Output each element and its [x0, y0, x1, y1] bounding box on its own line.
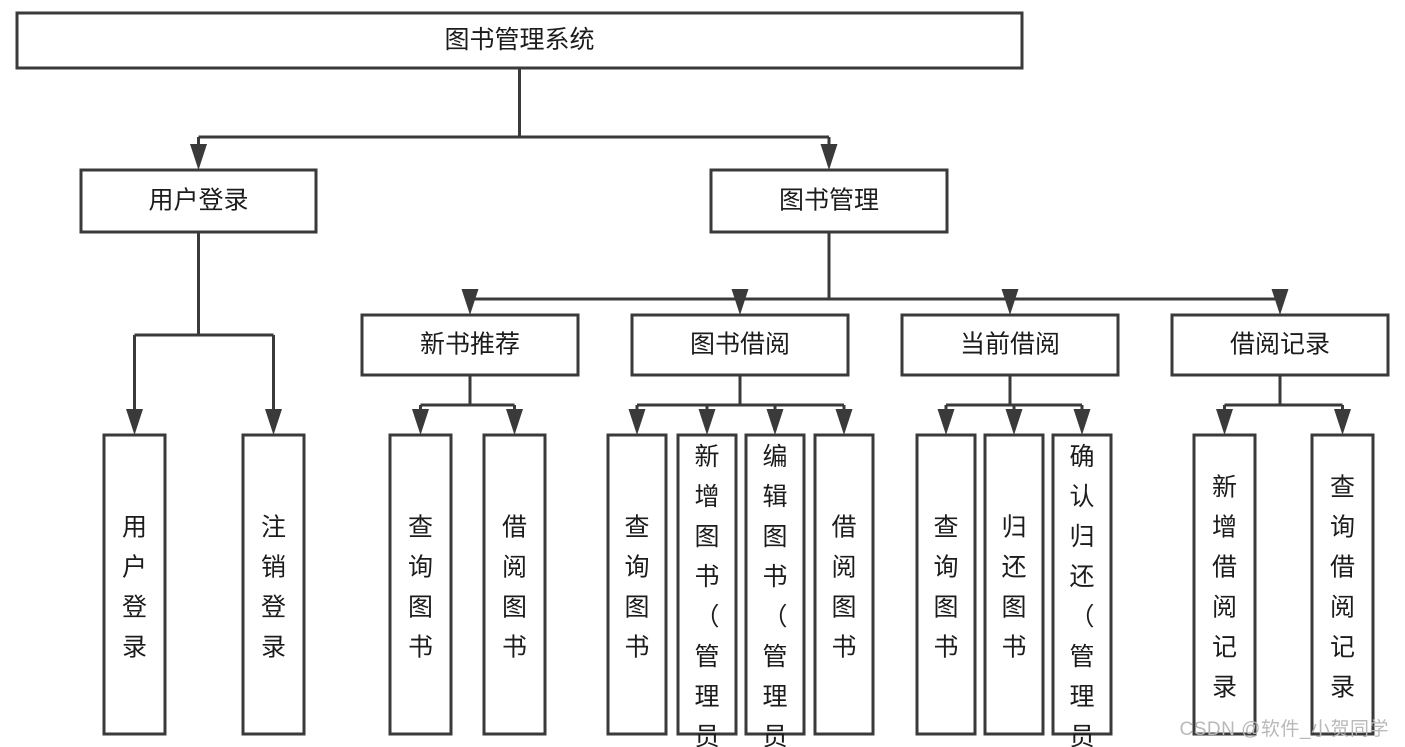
node-box[interactable] [1192, 433, 1257, 736]
node-box[interactable] [813, 433, 875, 736]
node-new-book-rec[interactable]: 新书推荐 [360, 313, 580, 377]
node-label: 查询图书 [624, 514, 649, 662]
arrow-head-icon [190, 144, 207, 170]
node-box[interactable] [915, 433, 977, 736]
node-label: 注销登录 [261, 514, 286, 662]
node-label: 当前借阅 [960, 331, 1060, 359]
node-leaf-rec-query[interactable]: 查询图书 [388, 433, 453, 736]
node-leaf-borrow-book[interactable]: 借阅图书 [813, 433, 875, 736]
node-leaf-rec-borrow[interactable]: 借阅图书 [482, 433, 547, 736]
node-box[interactable] [482, 433, 547, 736]
arrow-head-icon [1216, 409, 1233, 435]
node-box[interactable] [241, 433, 306, 736]
node-box[interactable] [15, 11, 1024, 70]
node-box[interactable] [1310, 433, 1375, 736]
node-user-login[interactable]: 用户登录 [79, 168, 318, 234]
node-label: 图书管理 [779, 187, 879, 215]
arrow-head-icon [820, 144, 838, 170]
node-leaf-borrow-query[interactable]: 查询图书 [606, 433, 668, 736]
node-root[interactable]: 图书管理系统 [15, 11, 1024, 70]
connector-group [628, 375, 853, 435]
node-label: 图书管理系统 [444, 26, 594, 54]
arrow-head-icon [835, 409, 853, 435]
connector-group [412, 375, 523, 435]
arrow-head-icon [506, 409, 523, 435]
node-book-borrow[interactable]: 图书借阅 [630, 313, 850, 377]
node-leaf-borrow-add[interactable]: 新增图书（管理员） [676, 433, 738, 747]
node-leaf-cur-return[interactable]: 归还图书 [983, 433, 1045, 736]
node-label: 用户登录 [148, 187, 248, 215]
node-book-manage[interactable]: 图书管理 [709, 168, 949, 234]
arrow-head-icon [628, 409, 646, 435]
node-box[interactable] [744, 433, 806, 736]
node-box[interactable] [900, 313, 1120, 377]
node-leaf-user-logout[interactable]: 注销登录 [241, 433, 306, 736]
node-label: 归还图书 [1001, 514, 1026, 662]
node-box[interactable] [79, 168, 318, 234]
arrow-head-icon [1005, 409, 1023, 435]
connector-layer [126, 68, 1351, 435]
node-label: 编辑图书（管理员） [762, 443, 787, 747]
node-box[interactable] [676, 433, 738, 736]
node-box[interactable] [102, 433, 167, 736]
arrow-head-icon [766, 409, 784, 435]
node-current-borrow[interactable]: 当前借阅 [900, 313, 1120, 377]
node-leaf-borrow-edit[interactable]: 编辑图书（管理员） [744, 433, 806, 747]
connector-group [937, 375, 1091, 435]
node-label: 查询图书 [408, 514, 433, 662]
node-label: 查询借阅记录 [1330, 474, 1355, 702]
node-label: 借阅图书 [831, 514, 856, 662]
node-box[interactable] [1051, 433, 1113, 736]
connector-group [461, 232, 1289, 315]
node-leaf-rec-search[interactable]: 查询借阅记录 [1310, 433, 1375, 736]
node-label: 新书推荐 [420, 331, 520, 359]
node-box[interactable] [606, 433, 668, 736]
node-leaf-user-login[interactable]: 用户登录 [102, 433, 167, 736]
arrow-head-icon [1271, 289, 1289, 315]
arrow-head-icon [126, 409, 143, 435]
node-box[interactable] [1170, 313, 1390, 377]
node-label: 用户登录 [122, 514, 147, 662]
node-box[interactable] [388, 433, 453, 736]
node-label: 图书借阅 [690, 331, 790, 359]
arrow-head-icon [461, 289, 479, 315]
node-label: 新增图书（管理员） [694, 443, 719, 747]
node-box[interactable] [983, 433, 1045, 736]
arrow-head-icon [937, 409, 955, 435]
arrow-head-icon [1001, 289, 1019, 315]
arrow-head-icon [265, 409, 282, 435]
connector-group [126, 232, 282, 435]
node-leaf-cur-query[interactable]: 查询图书 [915, 433, 977, 736]
node-leaf-cur-confirm[interactable]: 确认归还（管理员） [1051, 433, 1113, 747]
node-label: 查询图书 [933, 514, 958, 662]
node-borrow-record[interactable]: 借阅记录 [1170, 313, 1390, 377]
node-layer: 图书管理系统用户登录图书管理新书推荐图书借阅当前借阅借阅记录用户登录注销登录查询… [15, 11, 1390, 747]
node-label: 新增借阅记录 [1212, 474, 1237, 702]
node-box[interactable] [360, 313, 580, 377]
arrow-head-icon [412, 409, 429, 435]
node-leaf-rec-add[interactable]: 新增借阅记录 [1192, 433, 1257, 736]
connector-group [190, 68, 838, 170]
arrow-head-icon [1073, 409, 1091, 435]
node-box[interactable] [630, 313, 850, 377]
node-box[interactable] [709, 168, 949, 234]
node-label: 借阅记录 [1230, 331, 1330, 359]
connector-group [1216, 375, 1351, 435]
arrow-head-icon [1334, 409, 1351, 435]
arrow-head-icon [731, 289, 749, 315]
arrow-head-icon [698, 409, 716, 435]
node-label: 借阅图书 [502, 514, 527, 662]
node-label: 确认归还（管理员） [1069, 443, 1094, 747]
